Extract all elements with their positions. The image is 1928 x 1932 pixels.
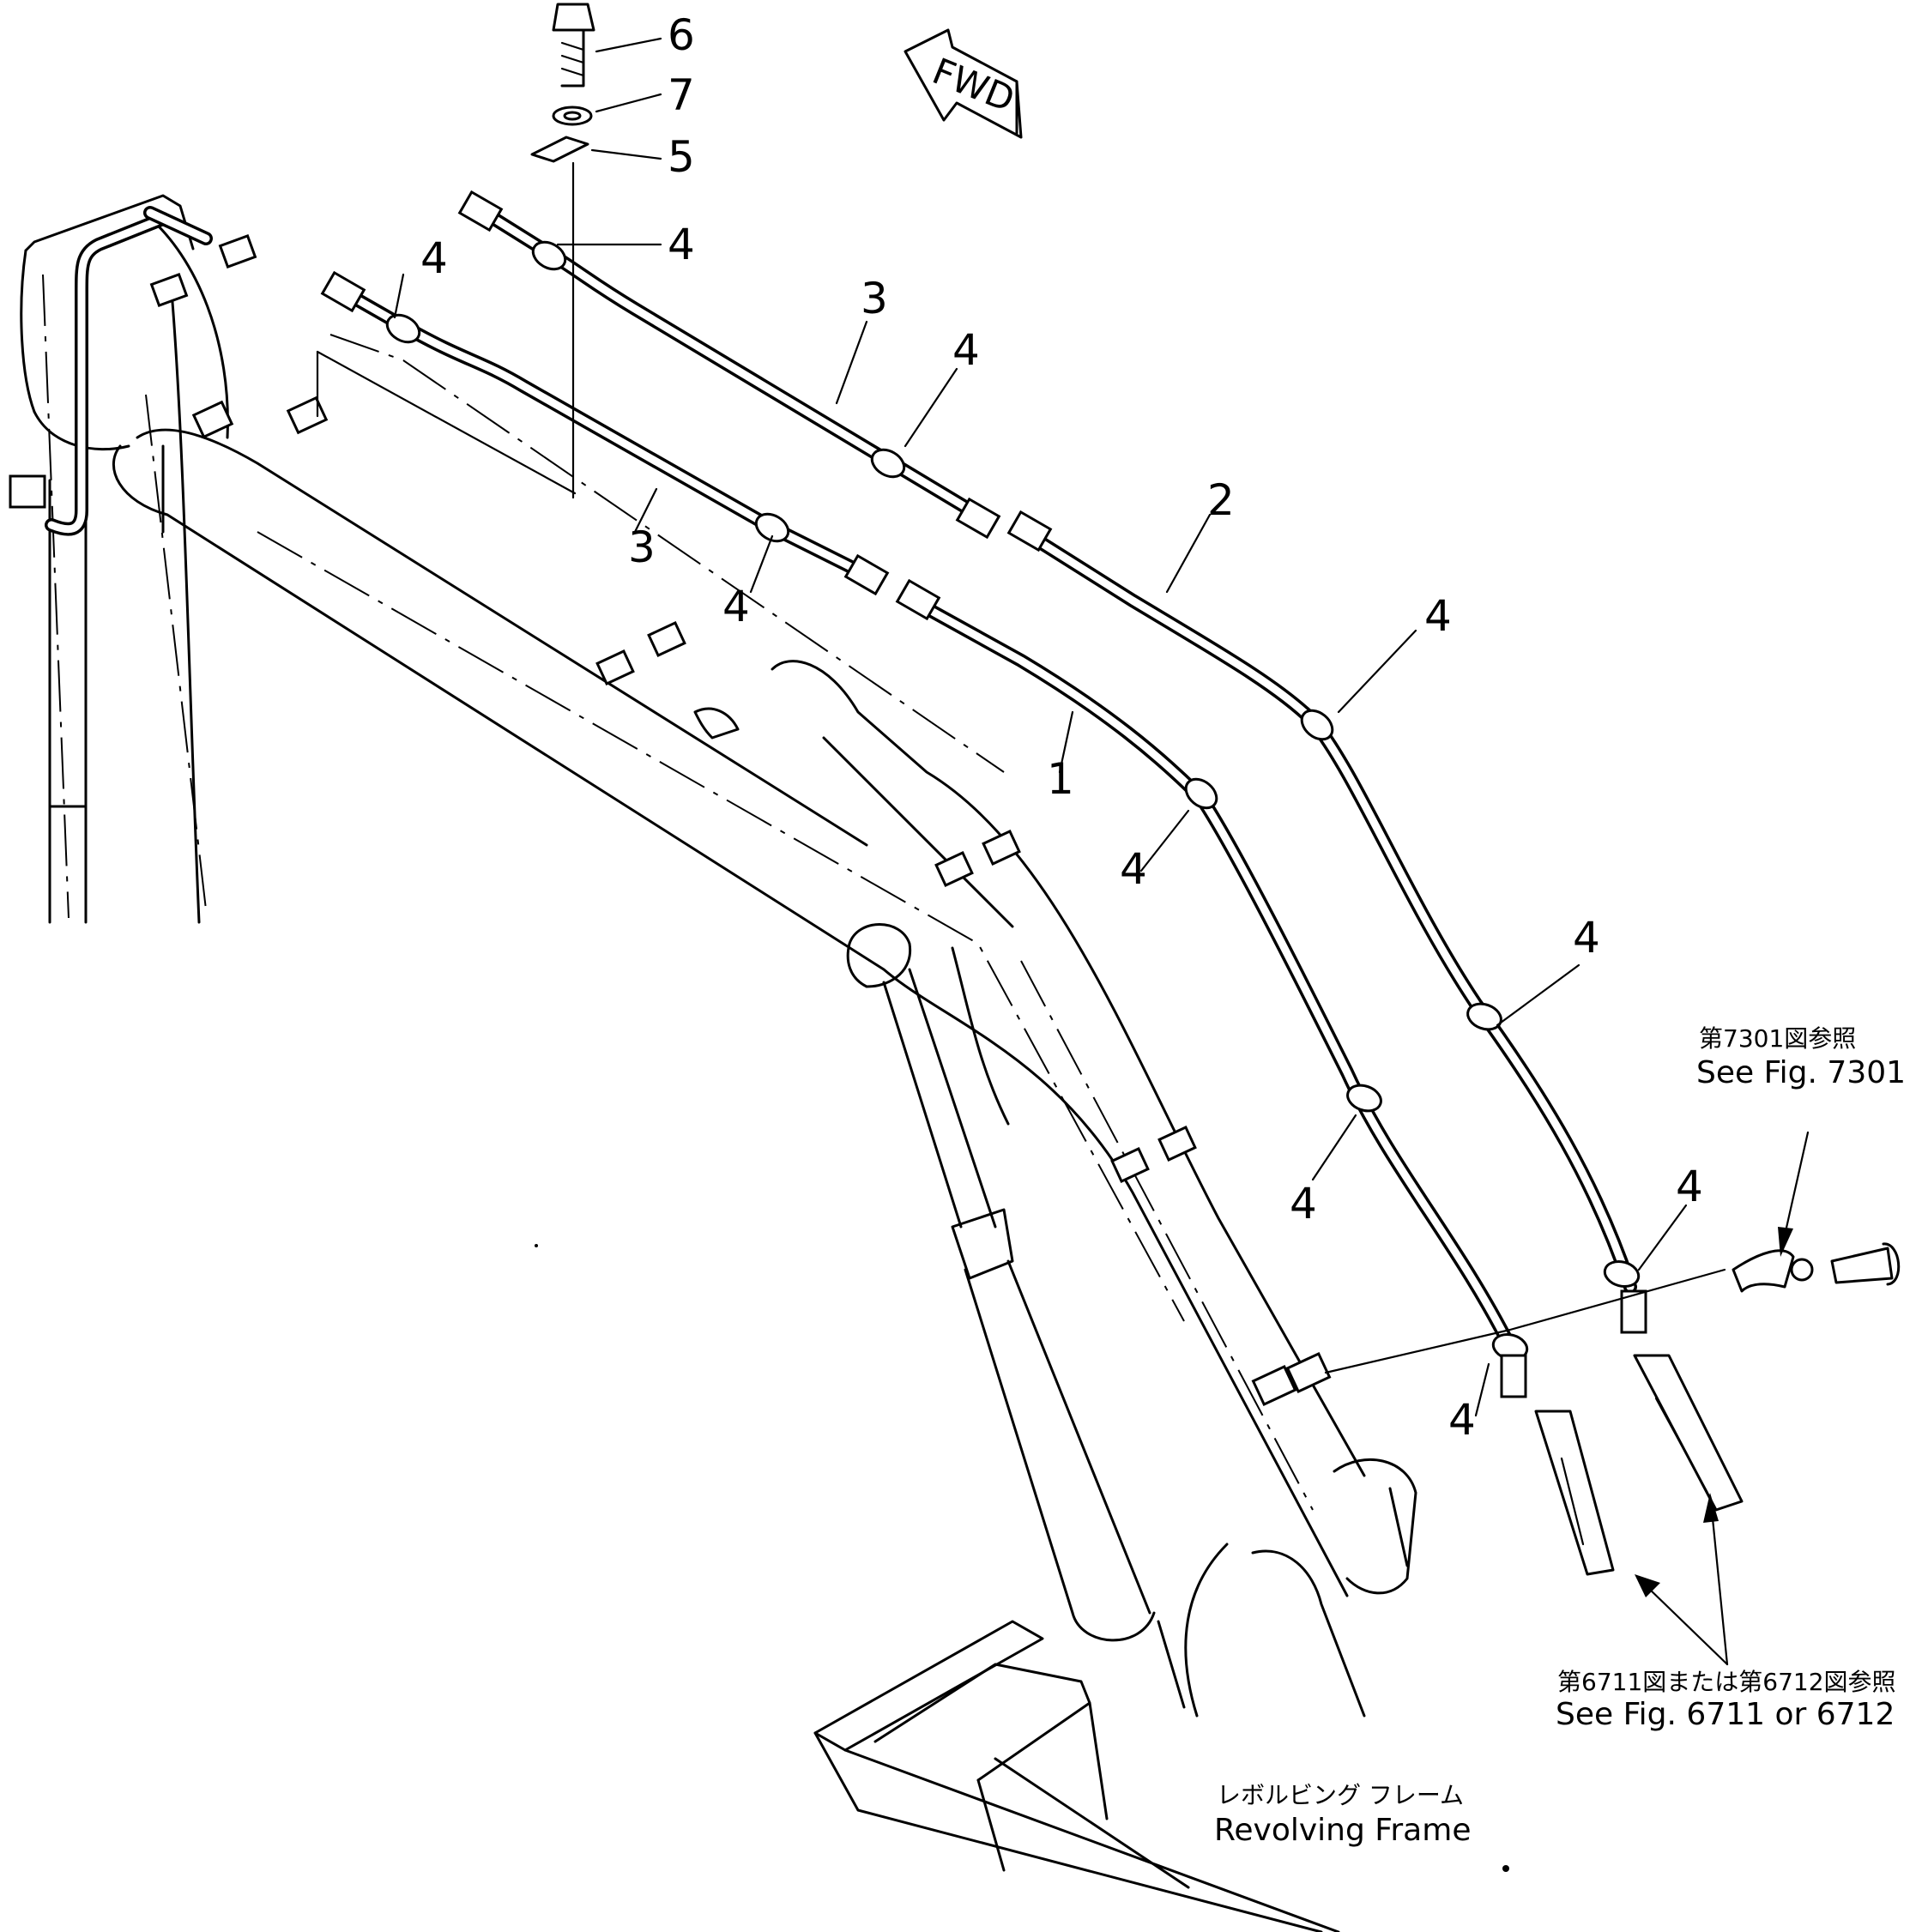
callout-5: 5 (668, 132, 695, 182)
callout-4-left-c: 4 (1448, 1395, 1476, 1445)
leader-lines (393, 37, 1726, 1417)
ref-7301-ja: 第7301図参照 (1699, 1024, 1856, 1053)
fwd-arrow-icon: FWD (904, 28, 1023, 139)
callout-4-lower-mid: 4 (722, 582, 750, 631)
ref-arrows (1635, 1131, 1901, 1666)
callout-3-upper: 3 (861, 274, 888, 323)
callout-4-upper-mid: 4 (952, 325, 980, 375)
boom-cylinder (846, 923, 1156, 1642)
arm-body (9, 194, 257, 924)
callout-4-right-b: 4 (1573, 913, 1600, 963)
callout-1: 1 (1047, 754, 1074, 804)
bolt-stack (316, 3, 595, 499)
callout-6: 6 (668, 10, 695, 60)
callout-4-right-c: 4 (1676, 1162, 1703, 1211)
ref-6711-ja: 第6711図または第6712図参照 (1557, 1668, 1896, 1696)
revolving-frame (813, 1620, 1340, 1932)
callout-4-left-a: 4 (1120, 844, 1147, 894)
part-callouts: 6 7 5 4 4 3 4 3 4 2 1 4 4 4 4 4 4 (420, 10, 1703, 1445)
fwd-label: FWD (927, 50, 1020, 120)
callout-2: 2 (1207, 475, 1235, 525)
callout-7: 7 (668, 70, 695, 120)
callout-3-lower: 3 (628, 522, 656, 572)
reference-labels: 第7301図参照 See Fig. 7301 第6711図または第6712図参照… (535, 1024, 1906, 1872)
boom-body (112, 334, 1417, 1718)
revolving-frame-en: Revolving Frame (1214, 1813, 1471, 1848)
callout-4-right-a: 4 (1424, 591, 1452, 641)
ref-6711-en: See Fig. 6711 or 6712 (1556, 1697, 1895, 1732)
callout-4-left-pipe: 4 (420, 233, 448, 283)
callout-4-top: 4 (668, 220, 695, 269)
callout-4-left-b: 4 (1290, 1179, 1317, 1229)
revolving-frame-ja: レボルビング フレーム (1217, 1781, 1464, 1809)
ref-7301-en: See Fig. 7301 (1696, 1055, 1906, 1090)
pipe-group (320, 190, 1744, 1576)
